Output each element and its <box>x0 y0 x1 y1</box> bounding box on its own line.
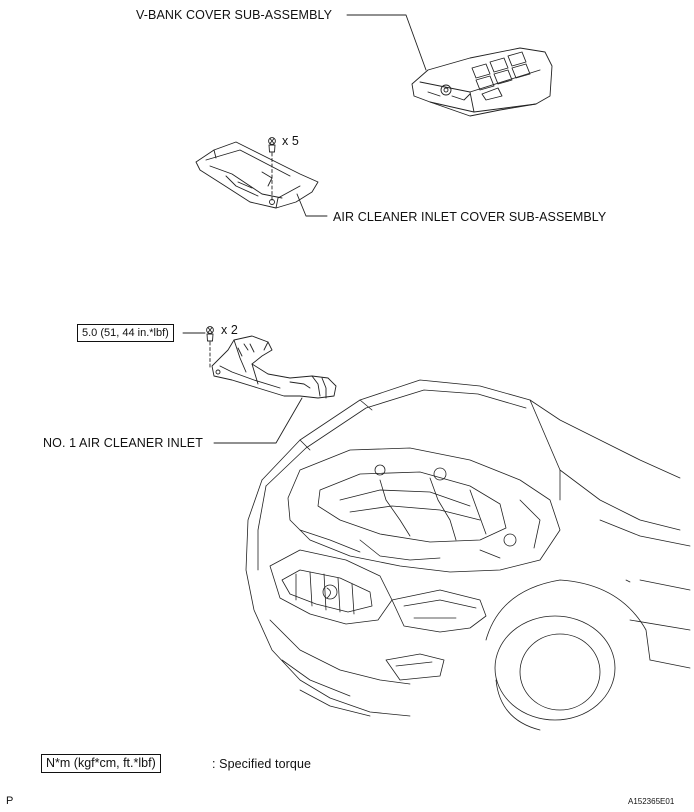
v-bank-leader <box>347 15 426 70</box>
footer-left-code: P <box>6 795 14 807</box>
torque-spec-box: 5.0 (51, 44 in.*lbf) <box>77 324 174 342</box>
bolt-cover <box>269 138 276 152</box>
no1-air-cleaner-inlet-part <box>212 336 336 398</box>
torque-unit-legend-box: N*m (kgf*cm, ft.*lbf) <box>41 754 161 773</box>
inlet-cover-leader <box>297 194 327 216</box>
bolt-qty-cover-label: x 5 <box>282 134 299 148</box>
bolt-qty-inlet-label: x 2 <box>221 323 238 337</box>
figure-id: A152365E01 <box>628 797 675 806</box>
no1-air-cleaner-inlet-label: NO. 1 AIR CLEANER INLET <box>43 436 203 450</box>
bolt-inlet <box>207 327 214 341</box>
torque-legend-text: : Specified torque <box>212 757 312 771</box>
air-cleaner-inlet-cover-label: AIR CLEANER INLET COVER SUB-ASSEMBLY <box>333 210 607 224</box>
vehicle-outline <box>246 380 690 730</box>
air-cleaner-inlet-cover-part <box>196 142 318 208</box>
v-bank-cover-label: V-BANK COVER SUB-ASSEMBLY <box>136 8 333 22</box>
no1-inlet-leader <box>214 398 302 443</box>
v-bank-cover-part <box>412 48 552 116</box>
